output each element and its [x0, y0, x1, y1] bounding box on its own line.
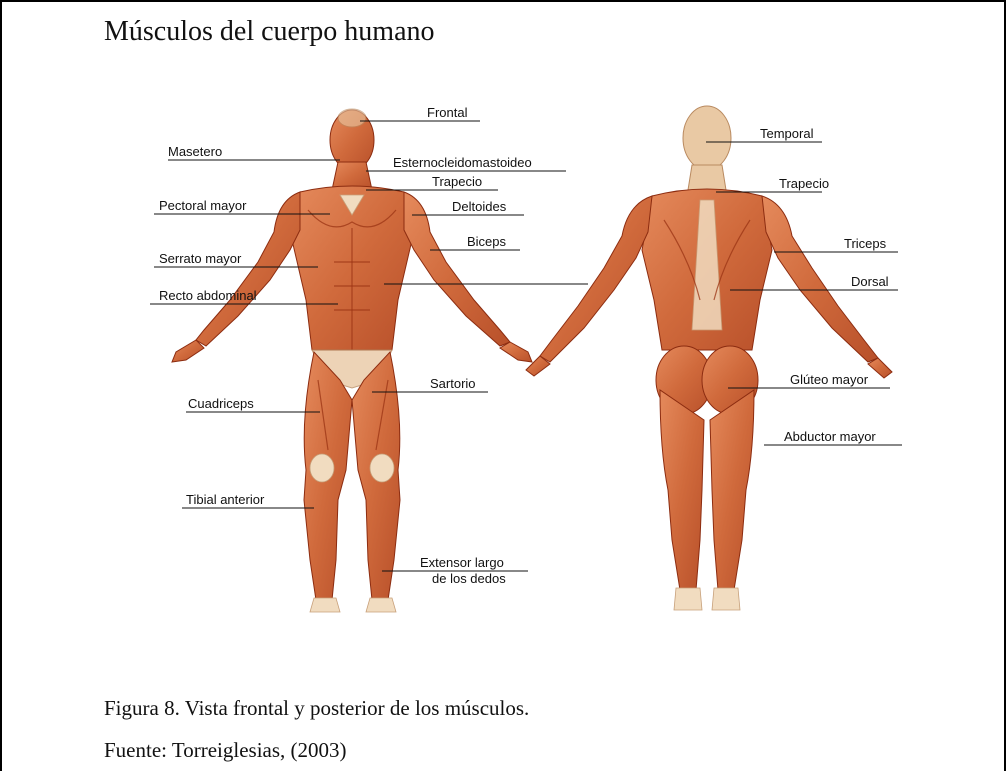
label-masetero: Masetero: [168, 144, 222, 159]
label-extensor-largo-2: de los dedos: [432, 571, 506, 586]
label-tibial-anterior: Tibial anterior: [186, 492, 265, 507]
label-dorsal: Dorsal: [851, 274, 889, 289]
figure-source: Fuente: Torreiglesias, (2003): [104, 738, 347, 763]
label-sartorio: Sartorio: [430, 376, 476, 391]
label-triceps: Triceps: [844, 236, 887, 251]
label-abductor-mayor: Abductor mayor: [784, 429, 876, 444]
label-biceps: Biceps: [467, 234, 507, 249]
label-deltoides: Deltoides: [452, 199, 507, 214]
label-gluteo-mayor: Glúteo mayor: [790, 372, 869, 387]
label-extensor-largo-1: Extensor largo: [420, 555, 504, 570]
label-cuadriceps: Cuadriceps: [188, 396, 254, 411]
labels: Frontal Masetero Esternocleidomastoideo …: [159, 105, 889, 586]
label-frontal: Frontal: [427, 105, 468, 120]
label-temporal: Temporal: [760, 126, 814, 141]
label-serrato-mayor: Serrato mayor: [159, 251, 242, 266]
label-esternocleidomastoideo: Esternocleidomastoideo: [393, 155, 532, 170]
label-trapecio-front: Trapecio: [432, 174, 482, 189]
label-pectoral-mayor: Pectoral mayor: [159, 198, 247, 213]
label-recto-abdominal: Recto abdominal: [159, 288, 257, 303]
label-trapecio-back: Trapecio: [779, 176, 829, 191]
figure-caption: Figura 8. Vista frontal y posterior de l…: [104, 696, 529, 721]
back-figure: [526, 106, 892, 610]
